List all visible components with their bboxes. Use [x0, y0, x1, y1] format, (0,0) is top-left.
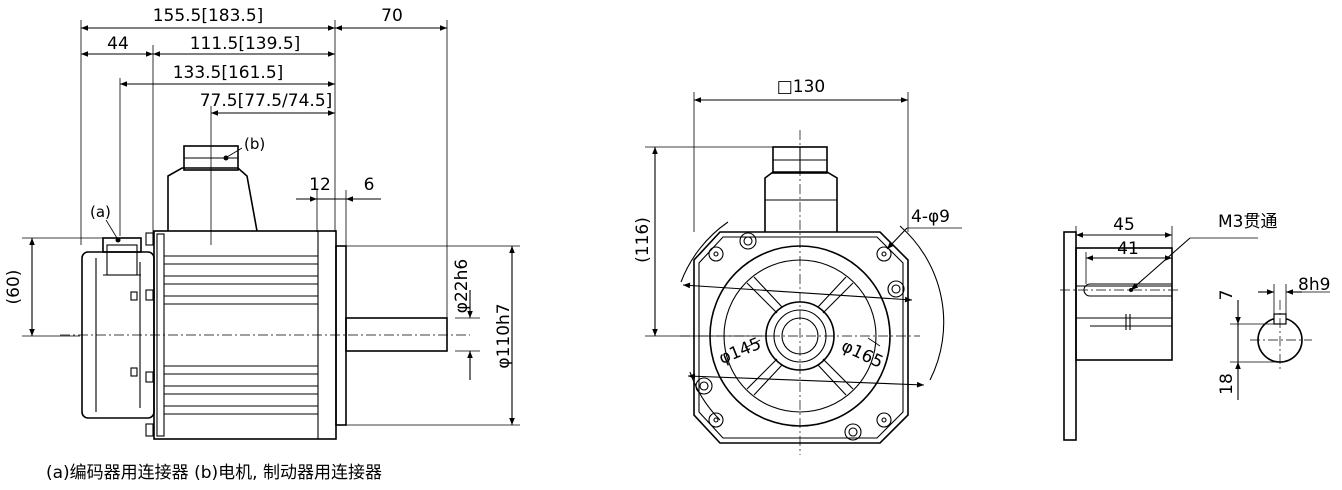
dim-mounting-holes: 4-φ9 [911, 207, 950, 227]
dim-key-length-inner: 41 [1117, 239, 1139, 259]
side-view: 155.5[183.5] 70 44 111.5[139.5] 133.5[16… [4, 6, 520, 440]
dim-key-width: 8h9 [1298, 275, 1330, 295]
dim-shaft-diameter: φ22h6 [452, 259, 472, 313]
dim-pitch-circle: φ145 [716, 334, 764, 369]
dim-key-length-outer: 45 [1113, 215, 1135, 235]
dim-tap-thread: M3贯通 [1218, 212, 1277, 232]
dim-flange-square: □130 [777, 77, 826, 97]
dim-shaft-height: 18 [1217, 373, 1237, 395]
dim-outer-circle: φ165 [838, 336, 886, 373]
dim-connector-height: (116) [633, 217, 653, 263]
dim-pilot-diameter: φ110h7 [494, 303, 514, 368]
dim-shaft-length: 70 [381, 6, 403, 26]
connector-legend-caption: (a)编码器用连接器 (b)电机, 制动器用连接器 [46, 463, 382, 483]
dim-body-length: 111.5[139.5] [190, 34, 301, 54]
dim-encoder-height: (60) [4, 270, 24, 305]
dim-connector-b-offset: 77.5[77.5/74.5] [200, 91, 333, 111]
dim-flange-thickness: 12 [309, 175, 331, 195]
callout-power-brake-connector: (b) [244, 135, 265, 153]
dim-rear-offset: 44 [107, 34, 129, 54]
dim-connector-a-offset: 133.5[161.5] [173, 63, 284, 83]
dim-pilot-length: 6 [364, 175, 375, 195]
dim-total-length: 155.5[183.5] [153, 6, 264, 26]
shaft-detail: 45 41 M3贯通 8h9 7 18 [1060, 212, 1330, 441]
front-view: □130 (116) 4-φ9 φ145 φ165 [633, 77, 962, 455]
callout-encoder-connector: (a) [90, 203, 111, 221]
dim-key-depth: 7 [1217, 290, 1237, 301]
